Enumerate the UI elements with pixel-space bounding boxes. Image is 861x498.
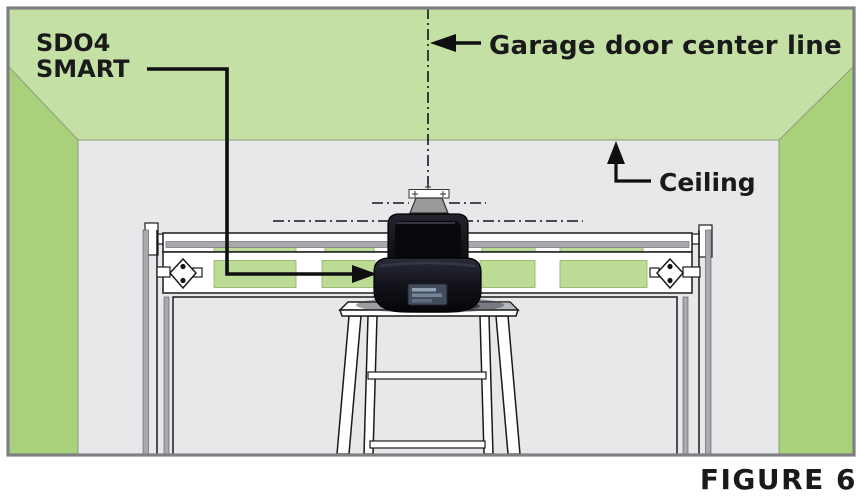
door-panel <box>479 260 536 288</box>
stool-crossbar <box>369 440 486 449</box>
opener-label-text-bar <box>412 299 432 303</box>
stool-crossbar <box>367 371 487 380</box>
garage-door-frame <box>142 222 713 455</box>
leader-line <box>147 67 352 276</box>
arrow-left-icon <box>430 34 456 52</box>
bolt <box>180 263 186 270</box>
callout-ceiling: Ceiling <box>607 141 756 197</box>
diagram-border <box>6 6 856 457</box>
opener-label-text-bar <box>412 293 442 297</box>
opener-head-recess <box>395 221 461 258</box>
callout-center-line: Garage door center line <box>430 31 842 61</box>
screw-cross-marks <box>412 184 446 197</box>
opener-label-text-bar <box>412 288 436 292</box>
right-roller-bracket <box>649 257 701 290</box>
center-line-label: Garage door center line <box>489 31 842 61</box>
arrow-right-icon <box>352 265 377 283</box>
left-track-rail <box>142 229 149 455</box>
mount-trapezoid <box>409 197 449 214</box>
ceiling-mount-bracket <box>408 184 450 214</box>
left-side-wall <box>9 67 78 454</box>
figure-caption: FIGURE 6 <box>700 463 857 496</box>
device-label-line1: SDO4 <box>36 29 110 57</box>
left-jamb-rail <box>163 296 170 455</box>
bolt <box>667 263 673 270</box>
ceiling-label: Ceiling <box>659 168 756 197</box>
door-panel <box>559 260 648 288</box>
right-side-wall <box>779 67 853 454</box>
bracket-tab <box>156 266 171 278</box>
device-label-line2: SMART <box>36 55 130 83</box>
opener-body-sheen <box>379 261 476 268</box>
callout-sdo4-smart: SDO4 SMART <box>36 29 377 283</box>
bolt <box>180 277 186 284</box>
left-roller-bracket <box>156 257 203 290</box>
arrow-up-icon <box>607 141 625 164</box>
ceiling-surface <box>9 9 853 140</box>
leader-line <box>614 159 651 183</box>
hinge-diamond <box>655 257 685 290</box>
hinge-diamond <box>168 257 198 290</box>
bolt <box>667 277 673 284</box>
garage-door-opener <box>373 213 482 313</box>
bracket-tab <box>682 266 701 278</box>
right-track-rail <box>705 229 712 455</box>
right-jamb-rail <box>682 296 689 455</box>
